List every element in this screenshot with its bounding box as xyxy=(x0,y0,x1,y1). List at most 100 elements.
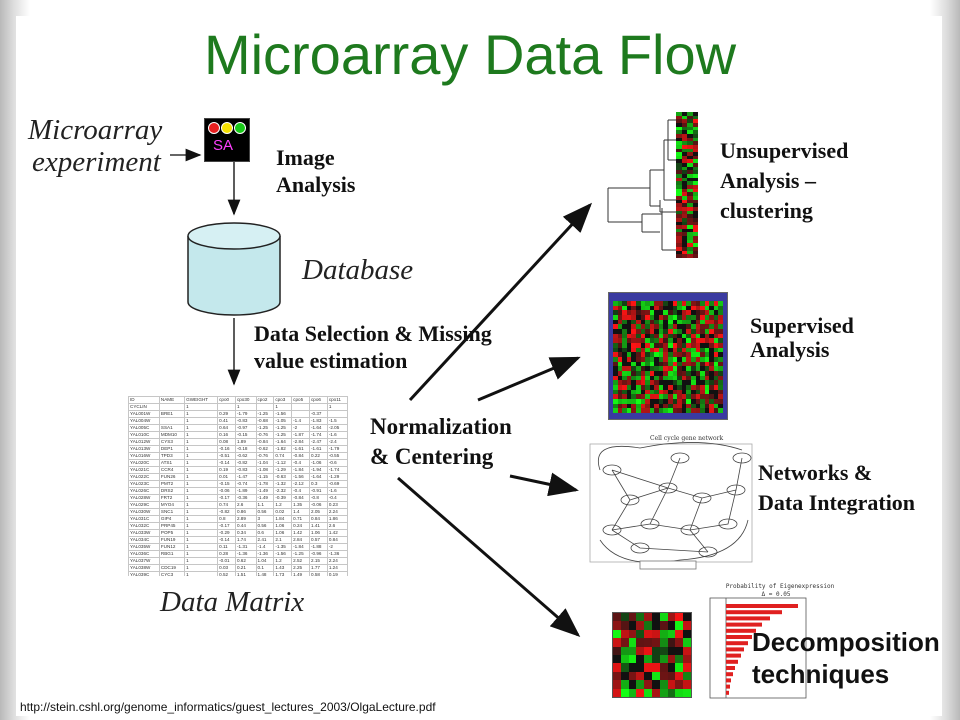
table-cell: SNC1 xyxy=(158,508,186,516)
table-cell: YAL026C xyxy=(128,487,160,495)
table-cell: 0.56 xyxy=(255,508,275,516)
table-cell: -0.29 xyxy=(217,529,236,537)
table-cell: POP5 xyxy=(158,529,186,537)
table-cell: 1.06 xyxy=(273,522,293,530)
table-cell: -0.63 xyxy=(273,473,293,481)
table-cell: -1.35 xyxy=(273,543,293,551)
table-cell: 1.74 xyxy=(234,536,257,544)
table-cell: 1.86 xyxy=(326,515,348,523)
decomp-bar xyxy=(726,641,748,646)
supervised-heatmap-cells xyxy=(613,301,723,413)
decomp-bar xyxy=(726,604,798,608)
table-cell: -0.37 xyxy=(308,410,328,418)
table-cell: -1.25 xyxy=(255,424,275,432)
table-cell: 1.1 xyxy=(255,501,275,509)
table-cell: YAL037W xyxy=(128,557,160,565)
source-url[interactable]: http://stein.cshl.org/genome_informatics… xyxy=(20,700,436,714)
table-cell: 0.64 xyxy=(217,424,236,432)
table-cell: 0.74 xyxy=(217,501,236,509)
table-cell: -1.12 xyxy=(273,459,293,467)
matrix-header-cell: ID xyxy=(128,396,160,404)
table-cell: -0.82 xyxy=(234,459,257,467)
data-selection-label: Data Selection & Missing value estimatio… xyxy=(254,321,492,373)
matrix-header-cell: cpo3 xyxy=(273,396,293,404)
table-cell: YAL035W xyxy=(128,543,160,551)
table-cell: FUN19 xyxy=(158,536,186,544)
table-cell: -1.29 xyxy=(326,473,348,481)
matrix-header-cell: cpo6 xyxy=(308,396,328,404)
database-cylinder-icon xyxy=(187,222,281,316)
table-cell: 1.35 xyxy=(291,501,310,509)
table-cell: -0.68 xyxy=(255,417,275,425)
table-cell: -0.01 xyxy=(217,557,236,565)
table-cell: -1.6 xyxy=(326,431,348,439)
table-cell: FUN26 xyxy=(158,473,186,481)
table-cell: -0.17 xyxy=(217,494,236,502)
table-cell: 0.58 xyxy=(308,571,328,576)
table-cell: 0.62 xyxy=(234,557,257,565)
table-cell: PRP45 xyxy=(158,522,186,530)
table-cell: 0.84 xyxy=(308,515,328,523)
table-cell: 0.41 xyxy=(217,417,236,425)
table-cell: YAL034C xyxy=(128,536,160,544)
table-cell: YAL001W xyxy=(128,410,160,418)
table-cell: 0.56 xyxy=(255,522,275,530)
table-cell: CDC19 xyxy=(158,564,186,572)
table-cell: -1.29 xyxy=(273,466,293,474)
table-cell: DEP1 xyxy=(158,445,186,453)
table-cell: FUN12 xyxy=(158,543,186,551)
table-cell: 1.51 xyxy=(234,571,257,576)
table-cell: 2.15 xyxy=(308,557,328,565)
table-cell: 1.06 xyxy=(308,529,328,537)
table-cell: 1 xyxy=(184,571,219,576)
table-cell: 1 xyxy=(184,431,219,439)
table-cell xyxy=(217,403,236,411)
table-cell: -1.06 xyxy=(308,459,328,467)
table-cell: TPD3 xyxy=(158,452,186,460)
table-cell: 1 xyxy=(184,410,219,418)
table-cell: YAL010C xyxy=(128,431,160,439)
table-cell: -0.16 xyxy=(217,445,236,453)
table-cell xyxy=(158,403,186,411)
table-cell: 2.25 xyxy=(291,564,310,572)
table-cell: YAL021C xyxy=(128,466,160,474)
table-cell: -0.76 xyxy=(255,431,275,439)
table-cell: 2.6 xyxy=(234,501,257,509)
table-cell: 0.74 xyxy=(273,452,293,460)
table-cell: 1 xyxy=(184,494,219,502)
table-cell: -0.4 xyxy=(326,494,348,502)
table-cell: -1.64 xyxy=(308,424,328,432)
table-cell xyxy=(158,557,186,565)
table-cell: 1 xyxy=(184,529,219,537)
table-cell: 0.44 xyxy=(234,522,257,530)
table-cell: -0.74 xyxy=(234,480,257,488)
database-label: Database xyxy=(302,254,414,286)
table-cell: 1.06 xyxy=(273,529,293,537)
table-cell: 2.05 xyxy=(308,508,328,516)
table-cell: YAL032C xyxy=(128,522,160,530)
table-cell: -0.76 xyxy=(255,452,275,460)
decomp-plot-title: Probability of Eigenexpression xyxy=(726,583,835,590)
table-cell: 0.11 xyxy=(217,543,236,551)
table-cell: -1.49 xyxy=(255,487,275,495)
table-cell: -1.56 xyxy=(273,410,293,418)
table-cell: 1.84 xyxy=(273,515,293,523)
table-cell: 0.3 xyxy=(308,480,328,488)
table-cell: 0.23 xyxy=(326,501,348,509)
matrix-header-cell: cpo11 xyxy=(326,396,348,404)
table-cell: 1 xyxy=(184,445,219,453)
arrow-to-networks xyxy=(509,472,579,497)
table-cell: 1 xyxy=(184,508,219,516)
table-cell: 2.89 xyxy=(234,515,257,523)
table-cell: -1.25 xyxy=(273,424,293,432)
table-cell: -0.14 xyxy=(217,459,236,467)
decomp-bar xyxy=(726,659,738,664)
table-cell: 1 xyxy=(184,522,219,530)
